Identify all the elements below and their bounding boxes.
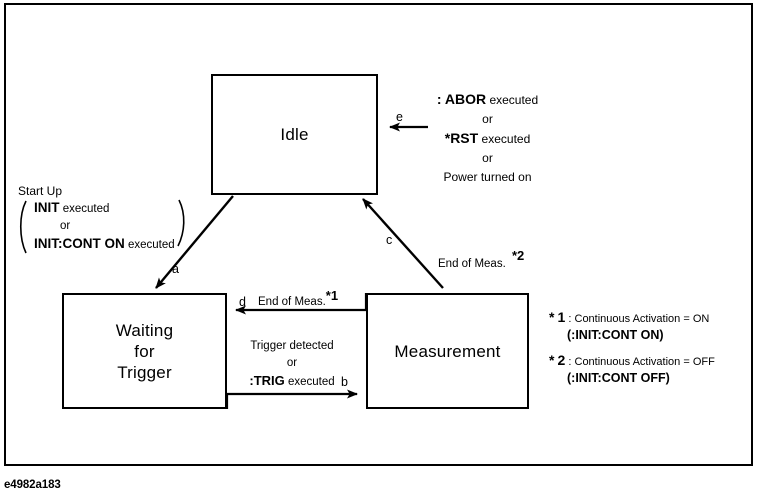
state-label-waiting-for-trigger: Waiting for Trigger bbox=[116, 320, 173, 383]
legend-text-1: Continuous Activation = ON bbox=[574, 313, 710, 325]
trigger-detected-row: Trigger detected bbox=[250, 340, 334, 352]
abor-row-1: : ABOR executed bbox=[430, 90, 545, 110]
init-command: INIT bbox=[34, 200, 60, 215]
legend-number-1: 1 bbox=[557, 309, 566, 325]
startup-or: or bbox=[60, 220, 71, 232]
trigger-condition-block: Trigger detected or :TRIG executed bbox=[232, 338, 352, 391]
state-label-measurement: Measurement bbox=[394, 341, 501, 361]
abor-or-2: or bbox=[482, 151, 493, 165]
abor-command: : ABOR bbox=[436, 91, 487, 107]
init-cont-on-command: INIT:CONT ON bbox=[34, 236, 125, 251]
startup-left-paren bbox=[19, 200, 27, 254]
figure-frame bbox=[4, 3, 753, 466]
state-label-line-2: for bbox=[134, 341, 155, 361]
legend-command-2: (:INIT:CONT OFF) bbox=[567, 371, 670, 385]
legend-star-2: * bbox=[549, 352, 555, 368]
rst-command: *RST bbox=[444, 130, 479, 146]
startup-condition-block: Start Up INIT executed or INIT:CONT ON e… bbox=[18, 183, 193, 254]
abor-row-2: *RST executed bbox=[430, 129, 545, 149]
startup-brace bbox=[177, 199, 185, 247]
footnote-marker-star2: *2 bbox=[512, 248, 525, 263]
abor-or-1: or bbox=[482, 112, 493, 126]
state-label-line-1: Waiting bbox=[115, 320, 174, 340]
legend-text-2: Continuous Activation = OFF bbox=[574, 356, 715, 368]
legend-item-2: * 2 : Continuous Activation = OFF (:INIT… bbox=[549, 353, 754, 386]
edge-letter-e: e bbox=[396, 110, 403, 124]
rst-command-suffix: executed bbox=[481, 132, 531, 146]
state-label-idle: Idle bbox=[280, 125, 309, 144]
legend-colon-2: : bbox=[568, 356, 572, 368]
edge-letter-a: a bbox=[172, 262, 179, 276]
trigger-or-row: or bbox=[286, 357, 298, 369]
state-box-measurement[interactable]: Measurement bbox=[366, 293, 529, 409]
legend-star-1: * bbox=[549, 309, 555, 325]
abor-command-suffix: executed bbox=[489, 93, 539, 107]
legend-command-1: (:INIT:CONT ON) bbox=[567, 328, 664, 342]
legend-item-1: * 1 : Continuous Activation = ON (:INIT:… bbox=[549, 310, 754, 343]
legend-item-1-line-1: * 1 : Continuous Activation = ON bbox=[549, 310, 754, 327]
footnote-legend: * 1 : Continuous Activation = ON (:INIT:… bbox=[549, 310, 754, 396]
label-end-of-meas-1-group: End of Meas.*1 bbox=[258, 288, 338, 308]
state-label-line-3: Trigger bbox=[117, 362, 172, 382]
trig-command-row: :TRIG executed bbox=[232, 372, 352, 391]
figure-id-label: e4982a183 bbox=[4, 479, 61, 491]
edge-letter-b: b bbox=[341, 375, 348, 389]
edge-letter-c: c bbox=[386, 233, 393, 247]
label-end-of-meas-1: End of Meas. bbox=[258, 295, 326, 308]
startup-heading: Start Up bbox=[18, 184, 63, 198]
legend-number-2: 2 bbox=[557, 352, 566, 368]
trig-command: :TRIG bbox=[249, 373, 285, 388]
trig-command-suffix: executed bbox=[287, 376, 335, 388]
footnote-marker-star1: *1 bbox=[325, 288, 339, 303]
transition-arrow-a bbox=[155, 195, 234, 289]
init-cont-on-suffix: executed bbox=[127, 239, 175, 251]
startup-row-1: INIT executed bbox=[34, 199, 193, 218]
legend-item-2-line-1: * 2 : Continuous Activation = OFF bbox=[549, 353, 754, 370]
legend-colon-1: : bbox=[568, 313, 572, 325]
label-end-of-meas-2: End of Meas. bbox=[438, 258, 506, 270]
state-box-waiting-for-trigger[interactable]: Waiting for Trigger bbox=[62, 293, 227, 409]
transition-arrow-c bbox=[362, 198, 444, 289]
edge-letter-d: d bbox=[239, 295, 246, 309]
power-turned-on-row: Power turned on bbox=[443, 170, 532, 184]
state-box-idle[interactable]: Idle bbox=[211, 74, 378, 195]
startup-row-2: INIT:CONT ON executed bbox=[34, 235, 193, 254]
abor-condition-block: : ABOR executed or *RST executed or Powe… bbox=[430, 90, 545, 187]
init-command-suffix: executed bbox=[62, 203, 110, 215]
